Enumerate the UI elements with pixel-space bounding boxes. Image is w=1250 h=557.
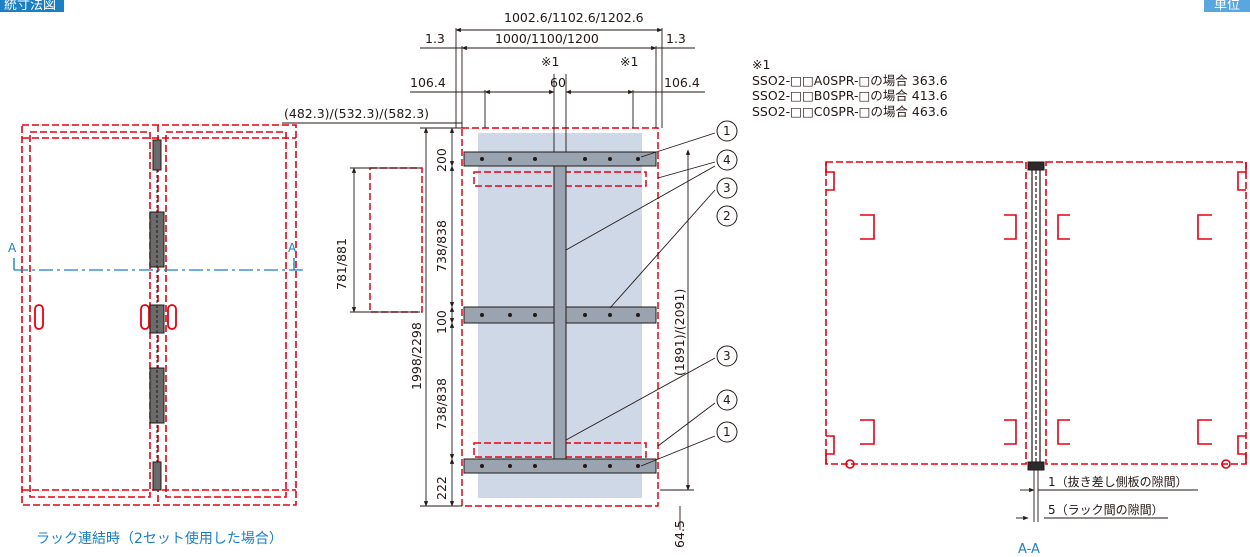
front-view-connected-racks xyxy=(13,124,304,506)
note-mark: ※1 xyxy=(752,57,771,72)
callout-4-top: 4 xyxy=(723,153,731,167)
header-title: 統寸法図 xyxy=(0,0,65,12)
dim-gap-left: 1.3 xyxy=(425,31,445,46)
note-line-c0: SSO2-□□C0SPR-□の場合 463.6 xyxy=(752,103,948,119)
callout-3-top: 3 xyxy=(723,181,731,195)
dim-seg-mid: 100 xyxy=(434,310,449,334)
callout-2: 2 xyxy=(723,209,731,223)
callout-1-top: 1 xyxy=(723,124,731,138)
dim-center: 60 xyxy=(550,75,566,90)
dim-seg-upper: 738/838 xyxy=(434,220,449,272)
section-mark-left: A xyxy=(8,241,17,255)
connected-rack-caption: ラック連結時（2セット使用した場合） xyxy=(36,531,283,547)
dim-seg-top: 200 xyxy=(434,148,449,172)
section-caption: A-A xyxy=(1018,542,1040,557)
callout-4-bottom: 4 xyxy=(723,393,731,407)
panel-assembly-view xyxy=(282,27,738,530)
dim-star-left: ※1 xyxy=(541,54,559,69)
section-view-a-a xyxy=(825,161,1247,522)
dim-overall-width: 1002.6/1102.6/1202.6 xyxy=(504,10,644,25)
dim-inner-width: 1000/1100/1200 xyxy=(495,31,599,46)
dim-gap-right: 1.3 xyxy=(666,31,686,46)
dim-offset-right: 106.4 xyxy=(664,75,700,90)
dim-door-height: 781/881 xyxy=(334,238,349,290)
note-line-b0: SSO2-□□B0SPR-□の場合 413.6 xyxy=(752,88,948,103)
unit-label: 単位 xyxy=(1204,0,1250,12)
dim-right-height: (1891)/(2091) xyxy=(672,289,687,376)
callout-3-bottom: 3 xyxy=(723,349,731,363)
callout-1-bottom: 1 xyxy=(723,425,731,439)
dim-depth: (482.3)/(532.3)/(582.3) xyxy=(284,106,429,121)
section-mark-right: A xyxy=(288,241,297,255)
gap-panel-label: 1（抜き差し側板の隙間） xyxy=(1048,475,1188,489)
dim-bottom-offset: 64.5 xyxy=(672,520,687,548)
dim-star-right: ※1 xyxy=(620,54,638,69)
dim-seg-bottom: 222 xyxy=(434,476,449,500)
dim-offset-left: 106.4 xyxy=(410,75,446,90)
dim-seg-lower: 738/838 xyxy=(434,378,449,430)
note-line-a0: SSO2-□□A0SPR-□の場合 363.6 xyxy=(752,72,948,88)
note-block: ※1 SSO2-□□A0SPR-□の場合 363.6 SSO2-□□B0SPR-… xyxy=(752,57,948,119)
gap-rack-label: 5（ラック間の隙間） xyxy=(1048,503,1164,517)
dim-total-height: 1998/2298 xyxy=(409,322,424,390)
